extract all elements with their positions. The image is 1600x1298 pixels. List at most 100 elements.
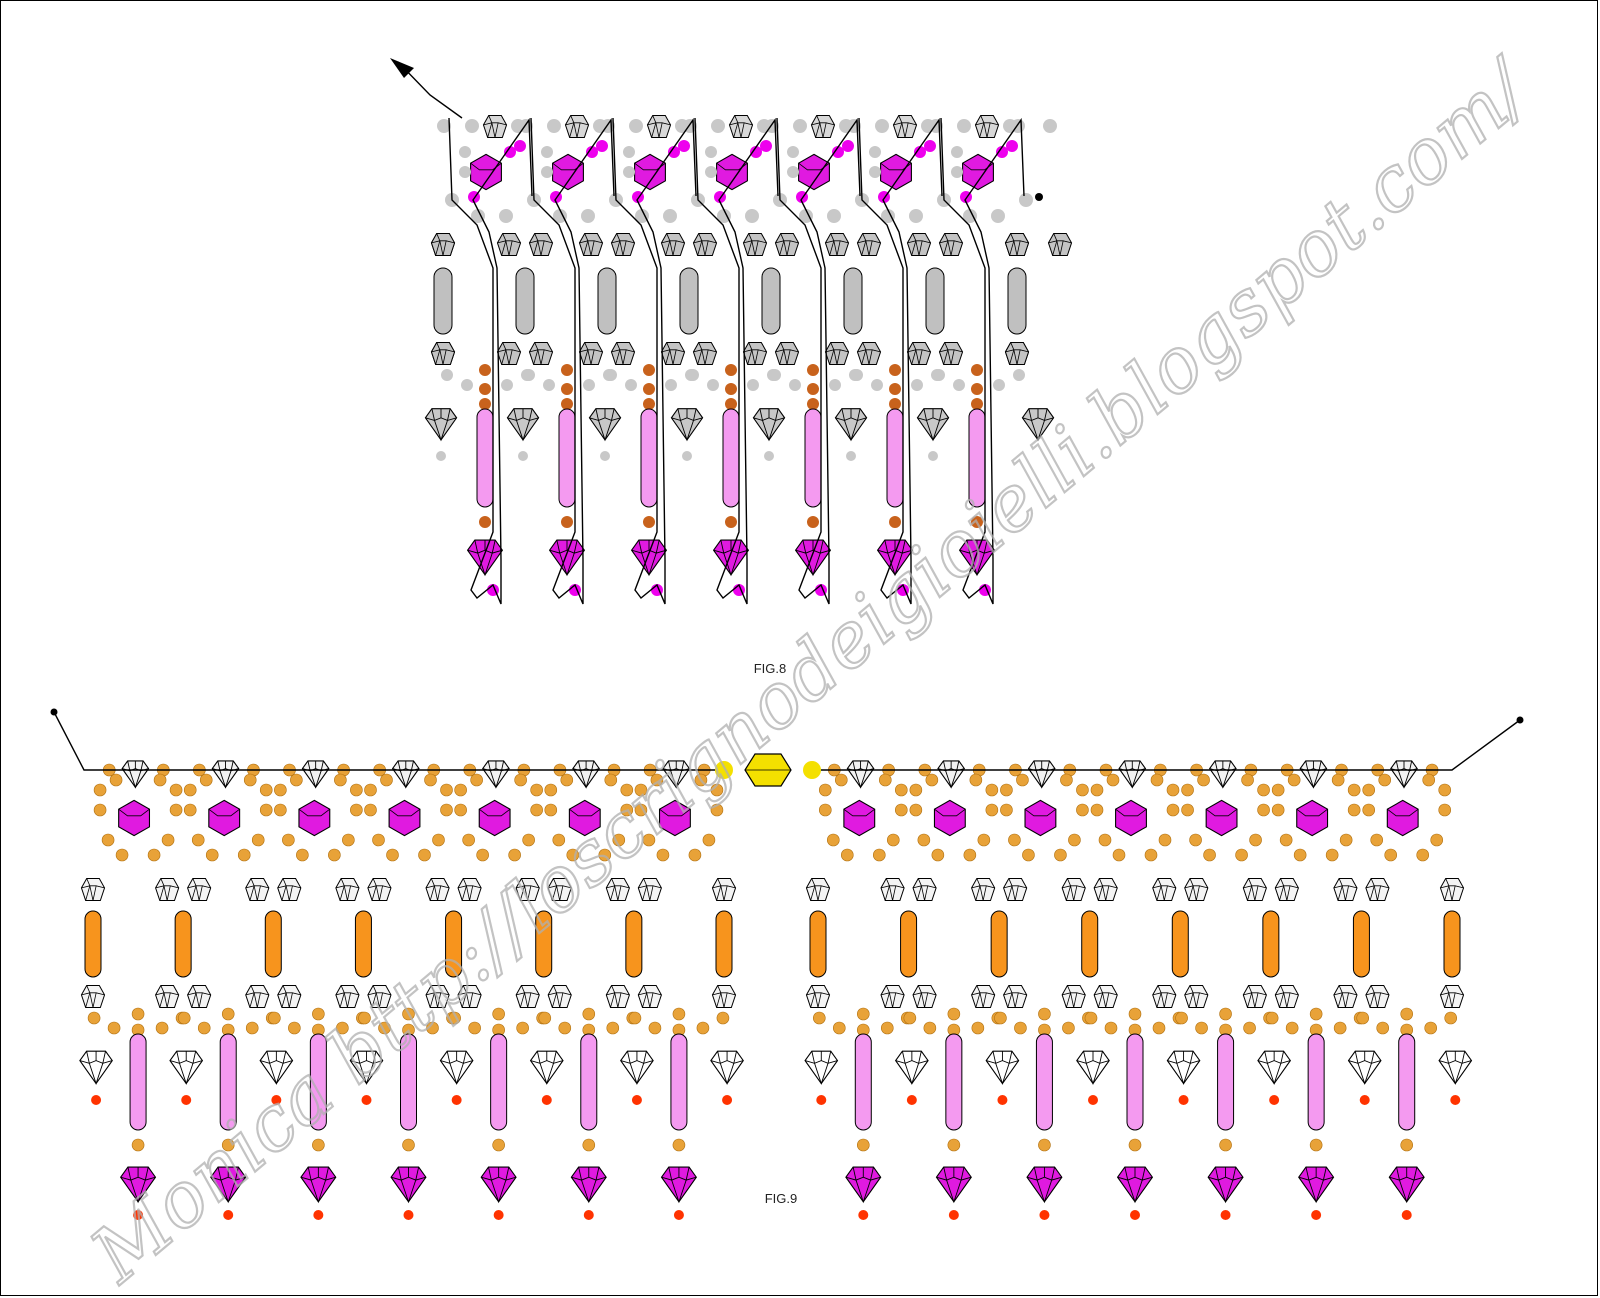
seed-bead-body <box>1008 833 1021 847</box>
red-bead <box>313 1210 324 1220</box>
seed-bead-body <box>115 848 129 862</box>
magenta-bicone <box>958 539 996 577</box>
top-gray-bead <box>921 119 935 133</box>
white-bicone <box>349 1050 384 1085</box>
thread-path <box>940 117 1025 605</box>
pink-bugle <box>219 1033 237 1131</box>
seed-bead-body <box>372 833 385 847</box>
white-crystal <box>245 877 270 901</box>
crystal-body <box>466 539 504 576</box>
crystal-facet <box>1097 985 1103 1008</box>
orange-bead <box>985 803 999 817</box>
seed-bead-body <box>909 803 923 817</box>
crystal-facet <box>979 885 987 901</box>
gray-crystal <box>430 232 456 256</box>
crystal-body <box>962 153 994 191</box>
white-bicone <box>169 1050 204 1085</box>
crystal-facet <box>1214 760 1231 789</box>
orange-bead <box>364 803 377 817</box>
gray-crystal <box>774 232 800 256</box>
crystal-facet <box>877 549 913 554</box>
crystal-facet <box>939 349 963 353</box>
crystal-facet <box>439 240 447 256</box>
orange-bead <box>418 848 431 862</box>
seed-bead-body <box>538 1011 552 1025</box>
orange-bead <box>380 773 393 787</box>
orange-bead <box>909 783 923 797</box>
orange-bead <box>963 848 977 862</box>
crystal-facet <box>1102 885 1110 901</box>
orange-bugle <box>990 910 1008 978</box>
orange-bead <box>1430 833 1444 847</box>
crystal-body <box>716 153 748 191</box>
crystal-facet <box>1275 885 1299 889</box>
white-crystal <box>1439 877 1465 901</box>
thread-end-dot <box>1516 716 1524 724</box>
crystal-facet <box>371 985 377 1008</box>
seed-bead-body <box>634 803 648 817</box>
crystal-facet <box>1070 885 1078 901</box>
crystal-facet <box>911 342 917 365</box>
seed-bead-body <box>560 773 574 787</box>
seed-bead-body <box>386 848 399 862</box>
crystal-facet <box>747 233 753 256</box>
orange-bead <box>604 773 618 787</box>
white-crystal <box>187 984 212 1008</box>
seed-bead-body <box>418 848 431 862</box>
crystal-facet <box>979 992 987 1008</box>
seed-bead-body <box>947 1007 961 1021</box>
orange-bugle <box>809 910 827 978</box>
crystal-facet <box>1005 240 1029 244</box>
orange-bead <box>334 773 347 787</box>
orange-bead <box>350 803 363 817</box>
top-crystal <box>974 114 1000 138</box>
crystal-facet <box>1448 992 1456 1008</box>
top-gray-bead <box>511 119 525 133</box>
crystal-facet <box>638 885 662 889</box>
crystal-body <box>1296 799 1329 837</box>
crystal-facet <box>1011 885 1019 901</box>
lower-gray-bead <box>963 209 977 223</box>
orange-bugle <box>1352 910 1370 978</box>
orange-bead <box>544 803 558 817</box>
crystal-facet <box>281 985 287 1008</box>
seed-bead-body <box>598 848 612 862</box>
crystal-facet <box>1062 992 1086 996</box>
red-bead <box>858 1210 869 1220</box>
crystal-facet <box>1387 808 1419 817</box>
red-bead <box>271 1095 282 1105</box>
gray-crystal <box>1004 232 1030 256</box>
side-gray-bead <box>459 166 471 178</box>
crystal-body <box>478 799 511 837</box>
seed-bead-body <box>1241 773 1254 787</box>
seed-bead-body <box>109 773 123 787</box>
orange-bead <box>582 1007 596 1021</box>
magenta-crystal <box>1024 799 1057 837</box>
crystal-facet <box>266 1051 287 1085</box>
crystal-facet <box>587 240 595 256</box>
crystal-body <box>245 877 270 901</box>
crystal-facet <box>916 985 922 1008</box>
red-bead <box>451 1095 462 1105</box>
right-half <box>804 760 1473 1220</box>
crystal-facet <box>857 349 881 353</box>
seed-bead-body <box>1430 833 1444 847</box>
crystal-body <box>335 877 360 901</box>
gray-bead <box>600 451 610 461</box>
crystal-facet <box>1003 885 1027 889</box>
crystal-body <box>578 341 604 365</box>
crystal-facet <box>1396 1166 1418 1204</box>
gray-bead <box>583 379 595 391</box>
crystal-facet <box>461 878 467 901</box>
magenta-crystal <box>298 799 331 837</box>
white-crystal <box>80 877 106 901</box>
seed-bead-body <box>290 773 303 787</box>
orange-bead <box>969 773 983 787</box>
orange-bead <box>1104 1021 1118 1035</box>
seed-bead-body <box>812 1011 826 1025</box>
magenta-seed-bead <box>514 140 526 152</box>
white-crystal <box>547 984 572 1008</box>
white-crystal <box>277 877 302 901</box>
orange-bead <box>109 773 123 787</box>
orange-bugle <box>264 910 282 978</box>
